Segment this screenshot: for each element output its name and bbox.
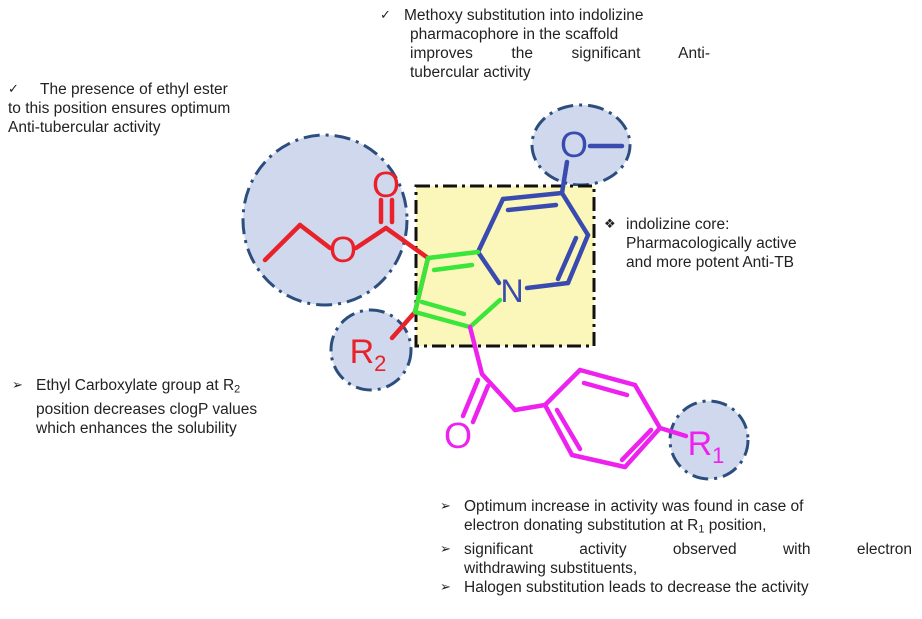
benzoyl-group	[460, 324, 689, 470]
r1-highlight-circle	[668, 399, 750, 481]
ester-oxygen-label: O	[329, 229, 357, 270]
indolizine-core-box	[414, 184, 596, 348]
r2-highlight-circle	[329, 308, 413, 392]
methoxy-note: ✓ Methoxy substitution into indolizine ph…	[380, 6, 710, 82]
methoxy-oxygen-label: O	[560, 124, 588, 165]
ester-note-line3: Anti-tubercular activity	[8, 119, 161, 136]
methoxy-note-line4: tubercular activity	[410, 64, 531, 81]
r1-note-item1-line1: Optimum increase in activity was found i…	[464, 498, 804, 515]
methoxy-note-line2: pharmacophore in the scaffold	[410, 26, 619, 43]
r1-note-item2-line1: significant activity observed with elect…	[464, 540, 912, 558]
r1-note: ➢ Optimum increase in activity was found …	[440, 497, 912, 597]
ester-highlight-circle	[241, 133, 409, 307]
carbonyl-oxygen-label: O	[372, 164, 400, 205]
r2-note-line2: position decreases clogP values	[36, 400, 258, 418]
core-note-line3: and more potent Anti-TB	[626, 254, 795, 271]
r1-note-item1-line2: electron donating substitution at R1 pos…	[464, 517, 767, 536]
r2-note-line1: Ethyl Carboxylate group at R2	[36, 377, 241, 396]
arrowhead-bullet-icon: ➢	[440, 541, 451, 557]
arrowhead-bullet-icon: ➢	[440, 499, 451, 514]
r2-note: ➢ Ethyl Carboxylate group at R2 position …	[12, 376, 257, 438]
check-mark-icon: ✓	[380, 8, 391, 23]
ester-note: ✓ The presence of ethyl ester to this pos…	[8, 80, 230, 137]
ketone-oxygen-label: O	[444, 415, 472, 456]
core-note: ❖ indolizine core: Pharmacologically acti…	[604, 215, 797, 272]
r1-note-item3: Halogen substitution leads to decrease t…	[464, 578, 809, 596]
arrowhead-bullet-icon: ➢	[12, 378, 23, 393]
methoxy-note-line3: improves the significant Anti-	[410, 45, 710, 62]
core-note-line1: indolizine core:	[626, 216, 730, 233]
r2-label: R2	[350, 333, 387, 376]
r1-note-item2-line2: withdrawing substituents,	[464, 559, 638, 577]
pyrrole-ring	[412, 249, 503, 330]
ester-note-line2: to this position ensures optimum	[8, 100, 231, 117]
ester-note-line1: The presence of ethyl ester	[40, 81, 228, 98]
diamond-bullet-icon: ❖	[604, 217, 616, 232]
r2-note-line3: which enhances the solubility	[36, 419, 237, 437]
r1-label: R1	[688, 425, 725, 468]
arrowhead-bullet-icon: ➢	[440, 579, 451, 595]
methoxy-note-line1: Methoxy substitution into indolizine	[404, 7, 644, 24]
core-note-line2: Pharmacologically active	[626, 235, 797, 252]
pyridine-ring	[475, 143, 625, 291]
nitrogen-label: N	[500, 273, 523, 309]
check-mark-icon: ✓	[8, 82, 19, 97]
